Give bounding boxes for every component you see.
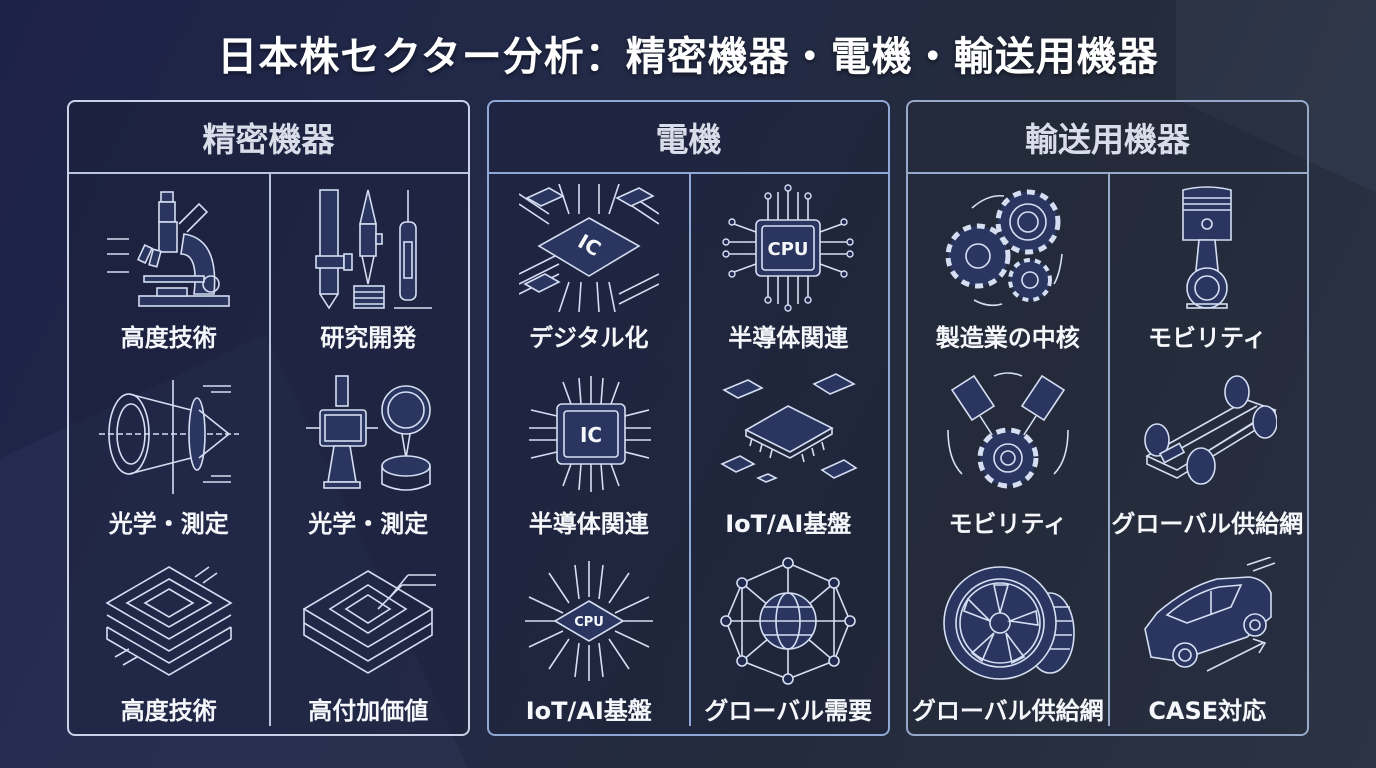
item-label: IoT/AI基盤 xyxy=(525,697,652,725)
sector-panel-transport: 輸送用機器 製造業の中核 モビリティ xyxy=(906,100,1309,736)
optical-lens-icon xyxy=(98,380,239,495)
sector-item: 高度技術 xyxy=(69,174,269,361)
layered-chip-icon xyxy=(105,566,233,676)
item-label: 高付加価値 xyxy=(308,697,429,725)
sector-item: 研究開発 xyxy=(269,174,469,361)
sector-item: IoT/AI基盤 xyxy=(689,361,889,548)
svg-text:IC: IC xyxy=(580,423,602,447)
sector-item: CPU 半導体関連 xyxy=(689,174,889,361)
sector-item: モビリティ xyxy=(1108,174,1308,361)
item-label: IoT/AI基盤 xyxy=(725,510,852,539)
global-network-icon xyxy=(720,557,857,685)
piston-icon xyxy=(1182,185,1233,309)
item-label: 光学・測定 xyxy=(308,510,429,539)
sector-item: IC デジタル化 xyxy=(489,174,689,361)
sector-title: 電機 xyxy=(489,102,888,174)
cpu-chip-icon: CPU xyxy=(722,183,854,312)
sector-item: モビリティ xyxy=(908,361,1108,548)
item-label: 半導体関連 xyxy=(528,510,649,539)
chassis-icon xyxy=(1144,375,1278,486)
sector-item: 製造業の中核 xyxy=(908,174,1108,361)
item-label: モビリティ xyxy=(948,510,1068,539)
sector-item: 光学・測定 xyxy=(269,361,469,548)
item-label: グローバル供給網 xyxy=(1111,510,1304,539)
item-label: 高度技術 xyxy=(120,697,217,725)
sector-title: 精密機器 xyxy=(69,102,468,174)
engine-pistons-icon xyxy=(946,372,1069,489)
sector-panel-precision: 精密機器 高度技術 xyxy=(67,100,470,736)
sector-item: グローバル供給網 xyxy=(1108,361,1308,548)
sector-panel-electrical: 電機 IC デジタル化 CP xyxy=(487,100,890,736)
precision-component-icon xyxy=(302,570,437,674)
item-label: デジタル化 xyxy=(528,323,649,352)
sector-title: 輸送用機器 xyxy=(908,102,1307,174)
sector-item: グローバル供給網 xyxy=(908,547,1108,734)
item-label: モビリティ xyxy=(1147,323,1267,352)
sector-item: CASE対応 xyxy=(1108,547,1308,734)
item-label: 光学・測定 xyxy=(108,510,229,539)
ic-chip-icon: IC xyxy=(528,376,651,493)
gears-icon xyxy=(945,189,1063,306)
item-label: グローバル需要 xyxy=(704,697,873,725)
lab-instruments-icon xyxy=(315,188,433,310)
sector-item: CPU IoT/AI基盤 xyxy=(489,547,689,734)
item-label: 半導体関連 xyxy=(728,323,849,352)
measurement-camera-icon xyxy=(306,375,432,492)
microscope-icon xyxy=(106,190,230,307)
svg-text:CPU: CPU xyxy=(574,615,604,630)
cpu-chip-icon: CPU xyxy=(524,561,653,681)
page-title: 日本株セクター分析：精密機器・電機・輸送用機器 xyxy=(217,34,1159,80)
car-icon xyxy=(1144,557,1276,672)
sector-item: 高付加価値 xyxy=(269,547,469,734)
ic-chip-icon: IC xyxy=(518,183,659,312)
sector-item: 光学・測定 xyxy=(69,361,269,548)
sector-item: グローバル需要 xyxy=(689,547,889,734)
sector-item: 高度技術 xyxy=(69,547,269,734)
item-label: CASE対応 xyxy=(1148,697,1267,725)
svg-text:CPU: CPU xyxy=(768,239,809,260)
item-label: グローバル供給網 xyxy=(911,697,1104,725)
tire-icon xyxy=(942,566,1075,680)
components-icon xyxy=(720,373,858,484)
item-label: 研究開発 xyxy=(320,323,417,352)
item-label: 製造業の中核 xyxy=(935,323,1080,352)
sector-item: IC 半導体関連 xyxy=(489,361,689,548)
item-label: 高度技術 xyxy=(120,323,217,352)
